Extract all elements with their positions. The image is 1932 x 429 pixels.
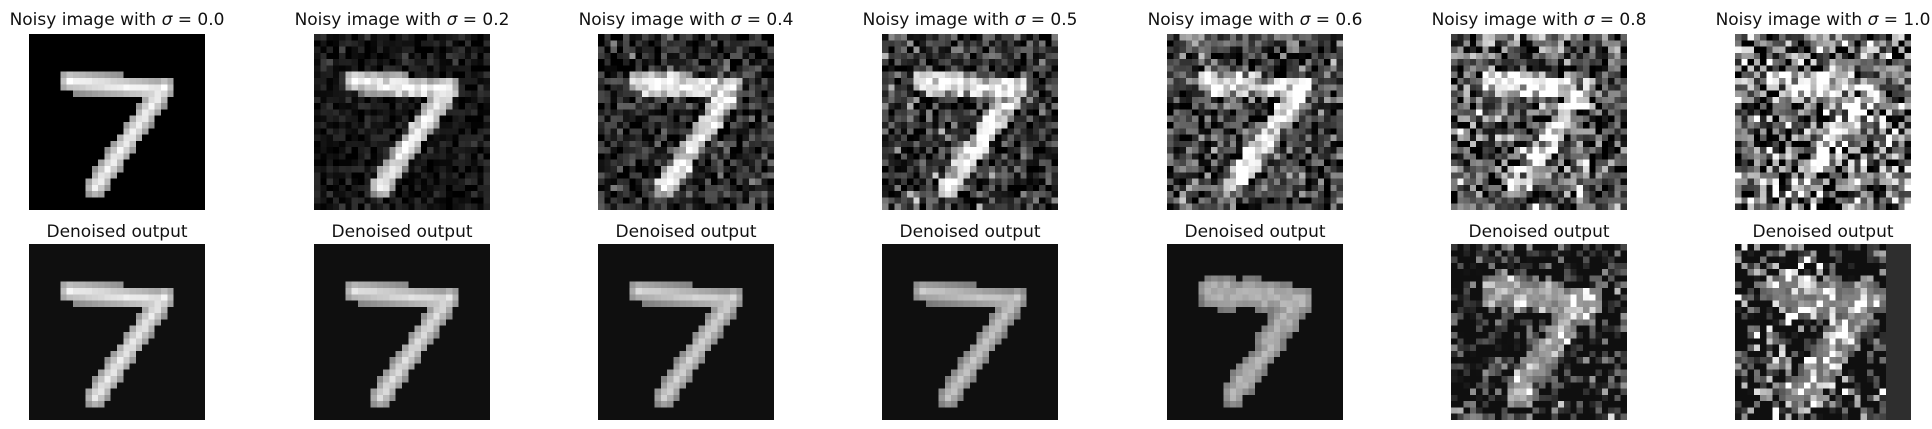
denoised-image-canvas	[29, 244, 205, 420]
noisy-image-title: Noisy image with σ = 0.2	[257, 9, 547, 31]
noisy-image-title: Noisy image with σ = 0.6	[1110, 9, 1400, 31]
title-prefix: Noisy image with	[1431, 10, 1584, 30]
denoised-image-canvas	[1735, 244, 1911, 420]
noisy-image	[882, 34, 1058, 210]
denoised-output-title: Denoised output	[615, 222, 757, 242]
sigma-symbol: σ	[446, 10, 458, 30]
noisy-image-canvas	[598, 34, 774, 210]
title-prefix: Noisy image with	[9, 10, 162, 30]
title-suffix: = 0.8	[1594, 10, 1647, 30]
noisy-image-title: Noisy image with σ = 0.4	[541, 9, 831, 31]
sigma-symbol: σ	[1583, 10, 1595, 30]
denoised-output-title: Denoised output	[46, 222, 188, 242]
noisy-image	[1167, 34, 1343, 210]
noisy-image-canvas	[1735, 34, 1911, 210]
noisy-image-canvas	[1451, 34, 1627, 210]
denoised-image-canvas	[314, 244, 490, 420]
denoised-output-title: Denoised output	[1752, 222, 1894, 242]
denoised-image	[314, 244, 490, 420]
sigma-symbol: σ	[161, 10, 173, 30]
denoised-image	[29, 244, 205, 420]
denoised-image-canvas	[1451, 244, 1627, 420]
title-suffix: = 0.5	[1025, 10, 1078, 30]
title-suffix: = 0.2	[457, 10, 510, 30]
denoised-image	[882, 244, 1058, 420]
title-suffix: = 0.4	[741, 10, 794, 30]
noisy-image-title: Noisy image with σ = 0.8	[1394, 9, 1684, 31]
sigma-symbol: σ	[1867, 10, 1879, 30]
title-prefix: Noisy image with	[862, 10, 1015, 30]
denoised-image	[1735, 244, 1911, 420]
noisy-image-title: Noisy image with σ = 0.5	[825, 9, 1115, 31]
denoised-output-title: Denoised output	[899, 222, 1041, 242]
noisy-image-canvas	[882, 34, 1058, 210]
denoised-image-canvas	[882, 244, 1058, 420]
noisy-image-title: Noisy image with σ = 1.0	[1678, 9, 1932, 31]
sigma-symbol: σ	[1014, 10, 1026, 30]
noisy-image	[314, 34, 490, 210]
denoised-output-title: Denoised output	[1184, 222, 1326, 242]
denoised-output-title: Denoised output	[331, 222, 473, 242]
noisy-image	[1451, 34, 1627, 210]
title-suffix: = 1.0	[1878, 10, 1931, 30]
denoised-image-canvas	[1167, 244, 1343, 420]
title-suffix: = 0.0	[172, 10, 225, 30]
denoised-image	[598, 244, 774, 420]
title-prefix: Noisy image with	[1715, 10, 1868, 30]
noisy-image	[29, 34, 205, 210]
noisy-image-canvas	[29, 34, 205, 210]
sigma-symbol: σ	[1299, 10, 1311, 30]
title-prefix: Noisy image with	[1147, 10, 1300, 30]
denoised-image	[1451, 244, 1627, 420]
noisy-image-canvas	[314, 34, 490, 210]
noisy-image	[1735, 34, 1911, 210]
noisy-image	[598, 34, 774, 210]
denoised-output-title: Denoised output	[1468, 222, 1610, 242]
sigma-symbol: σ	[730, 10, 742, 30]
denoised-image	[1167, 244, 1343, 420]
denoised-image-canvas	[598, 244, 774, 420]
title-prefix: Noisy image with	[578, 10, 731, 30]
title-prefix: Noisy image with	[294, 10, 447, 30]
noisy-image-canvas	[1167, 34, 1343, 210]
title-suffix: = 0.6	[1310, 10, 1363, 30]
noisy-image-title: Noisy image with σ = 0.0	[0, 9, 262, 31]
